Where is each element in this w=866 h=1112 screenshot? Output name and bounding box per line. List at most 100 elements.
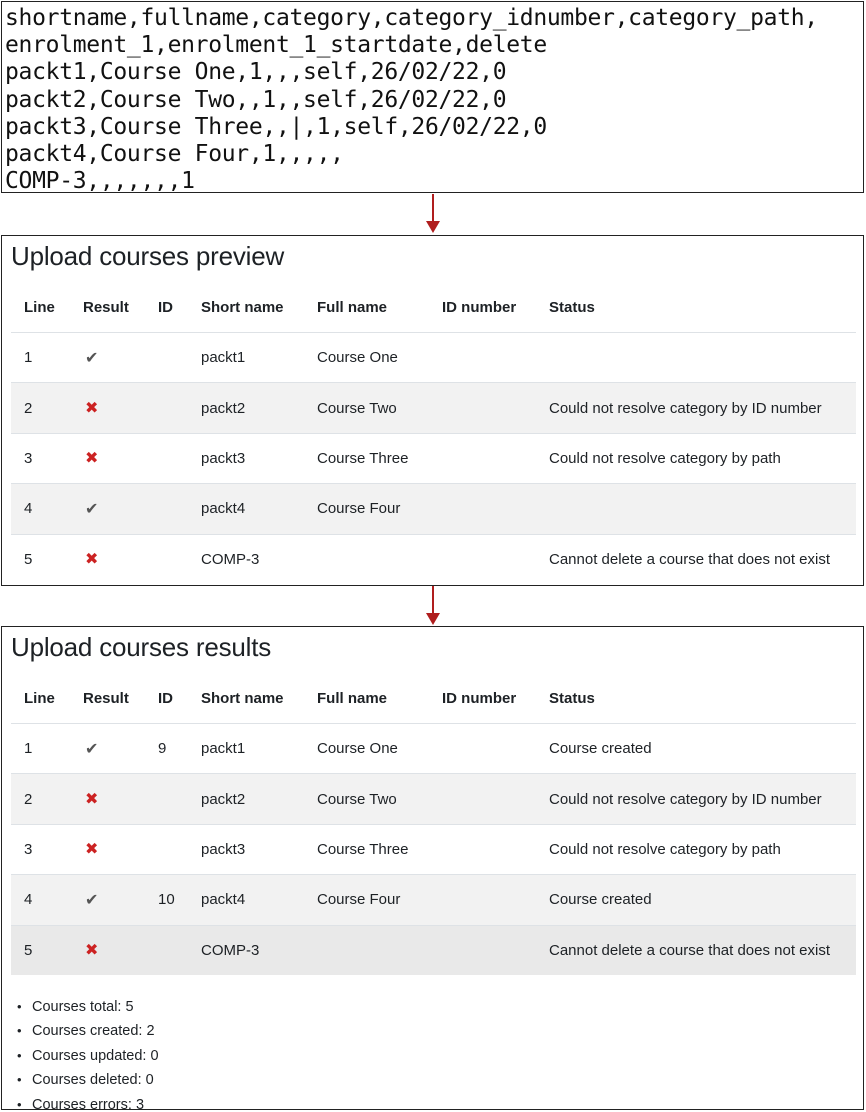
row-status: Could not resolve category by path <box>549 840 781 858</box>
down-arrow-icon <box>426 586 440 626</box>
row-line-number: 2 <box>24 790 33 808</box>
summary-item: • Courses created: 2 <box>16 1019 159 1043</box>
table-row: 2 ✖ packt2 Course Two Could not resolve cate… <box>11 773 856 824</box>
row-status: Cannot delete a course that does not exi… <box>549 550 831 568</box>
column-header-short-name: Short name <box>201 689 284 707</box>
column-header-status: Status <box>549 689 595 707</box>
row-status: Could not resolve category by path <box>549 449 781 467</box>
column-header-id: ID <box>158 298 173 316</box>
summary-text: Courses errors: 3 <box>32 1096 145 1110</box>
upload-preview-panel: Upload courses preview Line Result ID Sh… <box>1 235 864 586</box>
arrow-shaft <box>432 586 434 614</box>
column-header-result: Result <box>83 298 129 316</box>
check-icon: ✔ <box>85 500 99 518</box>
check-icon: ✔ <box>85 740 99 758</box>
csv-line: packt1,Course One,1,,,self,26/02/22,0 <box>5 59 507 86</box>
arrow-head <box>426 613 440 625</box>
summary-item: •Courses total: 5 <box>16 995 159 1019</box>
row-line-number: 4 <box>24 500 33 518</box>
row-line-number: 1 <box>24 349 33 367</box>
row-full-name: Course Four <box>317 891 401 909</box>
results-table: Line Result ID Short name Full name ID n… <box>11 673 856 975</box>
csv-line: shortname,fullname,category,category_idn… <box>5 5 818 31</box>
row-full-name: Course Two <box>317 790 397 808</box>
row-line-number: 3 <box>24 449 33 467</box>
csv-line: packt2,Course Two,,1,,self,26/02/22,0 <box>5 86 507 113</box>
cross-icon: ✖ <box>85 942 99 960</box>
row-line-number: 4 <box>24 891 33 909</box>
csv-line: packt3,Course Three,,|,1,self,26/02/22,0 <box>5 113 547 140</box>
bullet-icon: • <box>17 1047 22 1063</box>
row-full-name: Course Three <box>317 449 409 467</box>
summary-text: Courses created: 2 <box>32 1023 155 1040</box>
down-arrow-icon <box>426 194 440 234</box>
row-status: Could not resolve category by ID number <box>549 399 822 417</box>
row-line-number: 3 <box>24 840 33 858</box>
summary-text: Courses updated: 0 <box>32 1047 159 1064</box>
row-line-number: 5 <box>24 550 33 568</box>
cross-icon: ✖ <box>85 791 99 809</box>
row-id: 9 <box>158 740 167 758</box>
summary-item: • Courses errors: 3 <box>16 1093 159 1110</box>
column-header-id-number: ID number <box>442 689 517 707</box>
upload-results-panel: Upload courses results Line Result ID Sh… <box>1 626 864 1110</box>
row-short-name: packt4 <box>201 891 246 909</box>
row-short-name: COMP-3 <box>201 550 260 568</box>
row-status: Course created <box>549 891 652 909</box>
row-line-number: 2 <box>24 399 33 417</box>
column-header-line: Line <box>24 298 55 316</box>
table-header-row: Line Result ID Short name Full name ID n… <box>11 282 856 332</box>
bullet-icon: • <box>17 1023 22 1039</box>
bullet-icon: • <box>17 1096 22 1110</box>
column-header-result: Result <box>83 689 129 707</box>
column-header-full-name: Full name <box>317 689 388 707</box>
cross-icon: ✖ <box>85 450 99 468</box>
csv-line: enrolment_1,enrolment_1_startdate,delete <box>5 32 547 59</box>
column-header-status: Status <box>549 298 595 316</box>
column-header-short-name: Short name <box>201 298 284 316</box>
table-row: 5 ✖ COMP-3 Cannot delete a course that does… <box>11 533 856 584</box>
cross-icon: ✖ <box>85 400 99 418</box>
cross-icon: ✖ <box>85 551 99 569</box>
row-short-name: packt1 <box>201 740 246 758</box>
table-row: 2 ✖ packt2 Course Two Could not resolve cate… <box>11 382 856 433</box>
summary-text: Courses deleted: 0 <box>32 1072 154 1089</box>
row-status: Course created <box>549 740 652 758</box>
results-summary-list: •Courses total: 5•Courses created: 2•Cou… <box>16 995 159 1110</box>
bullet-icon: • <box>17 1072 22 1088</box>
summary-text: Courses total: 5 <box>32 999 134 1015</box>
column-header-full-name: Full name <box>317 298 388 316</box>
row-status: Could not resolve category by ID number <box>549 790 822 808</box>
row-full-name: Course Three <box>317 840 409 858</box>
column-header-id-number: ID number <box>442 298 517 316</box>
row-line-number: 1 <box>24 740 33 758</box>
csv-line: COMP-3,,,,,,,1 <box>5 168 195 193</box>
csv-line: packt4,Course Four,1,,,,, <box>5 141 344 168</box>
row-full-name: Course Two <box>317 399 397 417</box>
row-status: Cannot delete a course that does not exi… <box>549 941 831 959</box>
row-full-name: Course One <box>317 349 398 367</box>
preview-table: Line Result ID Short name Full name ID n… <box>11 282 856 584</box>
row-line-number: 5 <box>24 941 33 959</box>
row-short-name: packt2 <box>201 399 246 417</box>
row-short-name: COMP-3 <box>201 941 260 959</box>
column-header-line: Line <box>24 689 55 707</box>
arrow-head <box>426 221 440 233</box>
check-icon: ✔ <box>85 891 99 909</box>
row-short-name: packt1 <box>201 349 246 367</box>
preview-title: Upload courses preview <box>11 241 285 271</box>
row-id: 10 <box>158 891 175 909</box>
table-row: 4 ✔ 10 packt4 Course Four Course created <box>11 874 856 925</box>
csv-source-box: shortname,fullname,category,category_idn… <box>1 1 864 193</box>
row-short-name: packt2 <box>201 790 246 808</box>
table-header-row: Line Result ID Short name Full name ID n… <box>11 673 856 723</box>
table-row: 3 ✖ packt3 Course Three Could not resolve ca… <box>11 432 856 483</box>
row-short-name: packt3 <box>201 449 246 467</box>
arrow-shaft <box>432 194 434 222</box>
